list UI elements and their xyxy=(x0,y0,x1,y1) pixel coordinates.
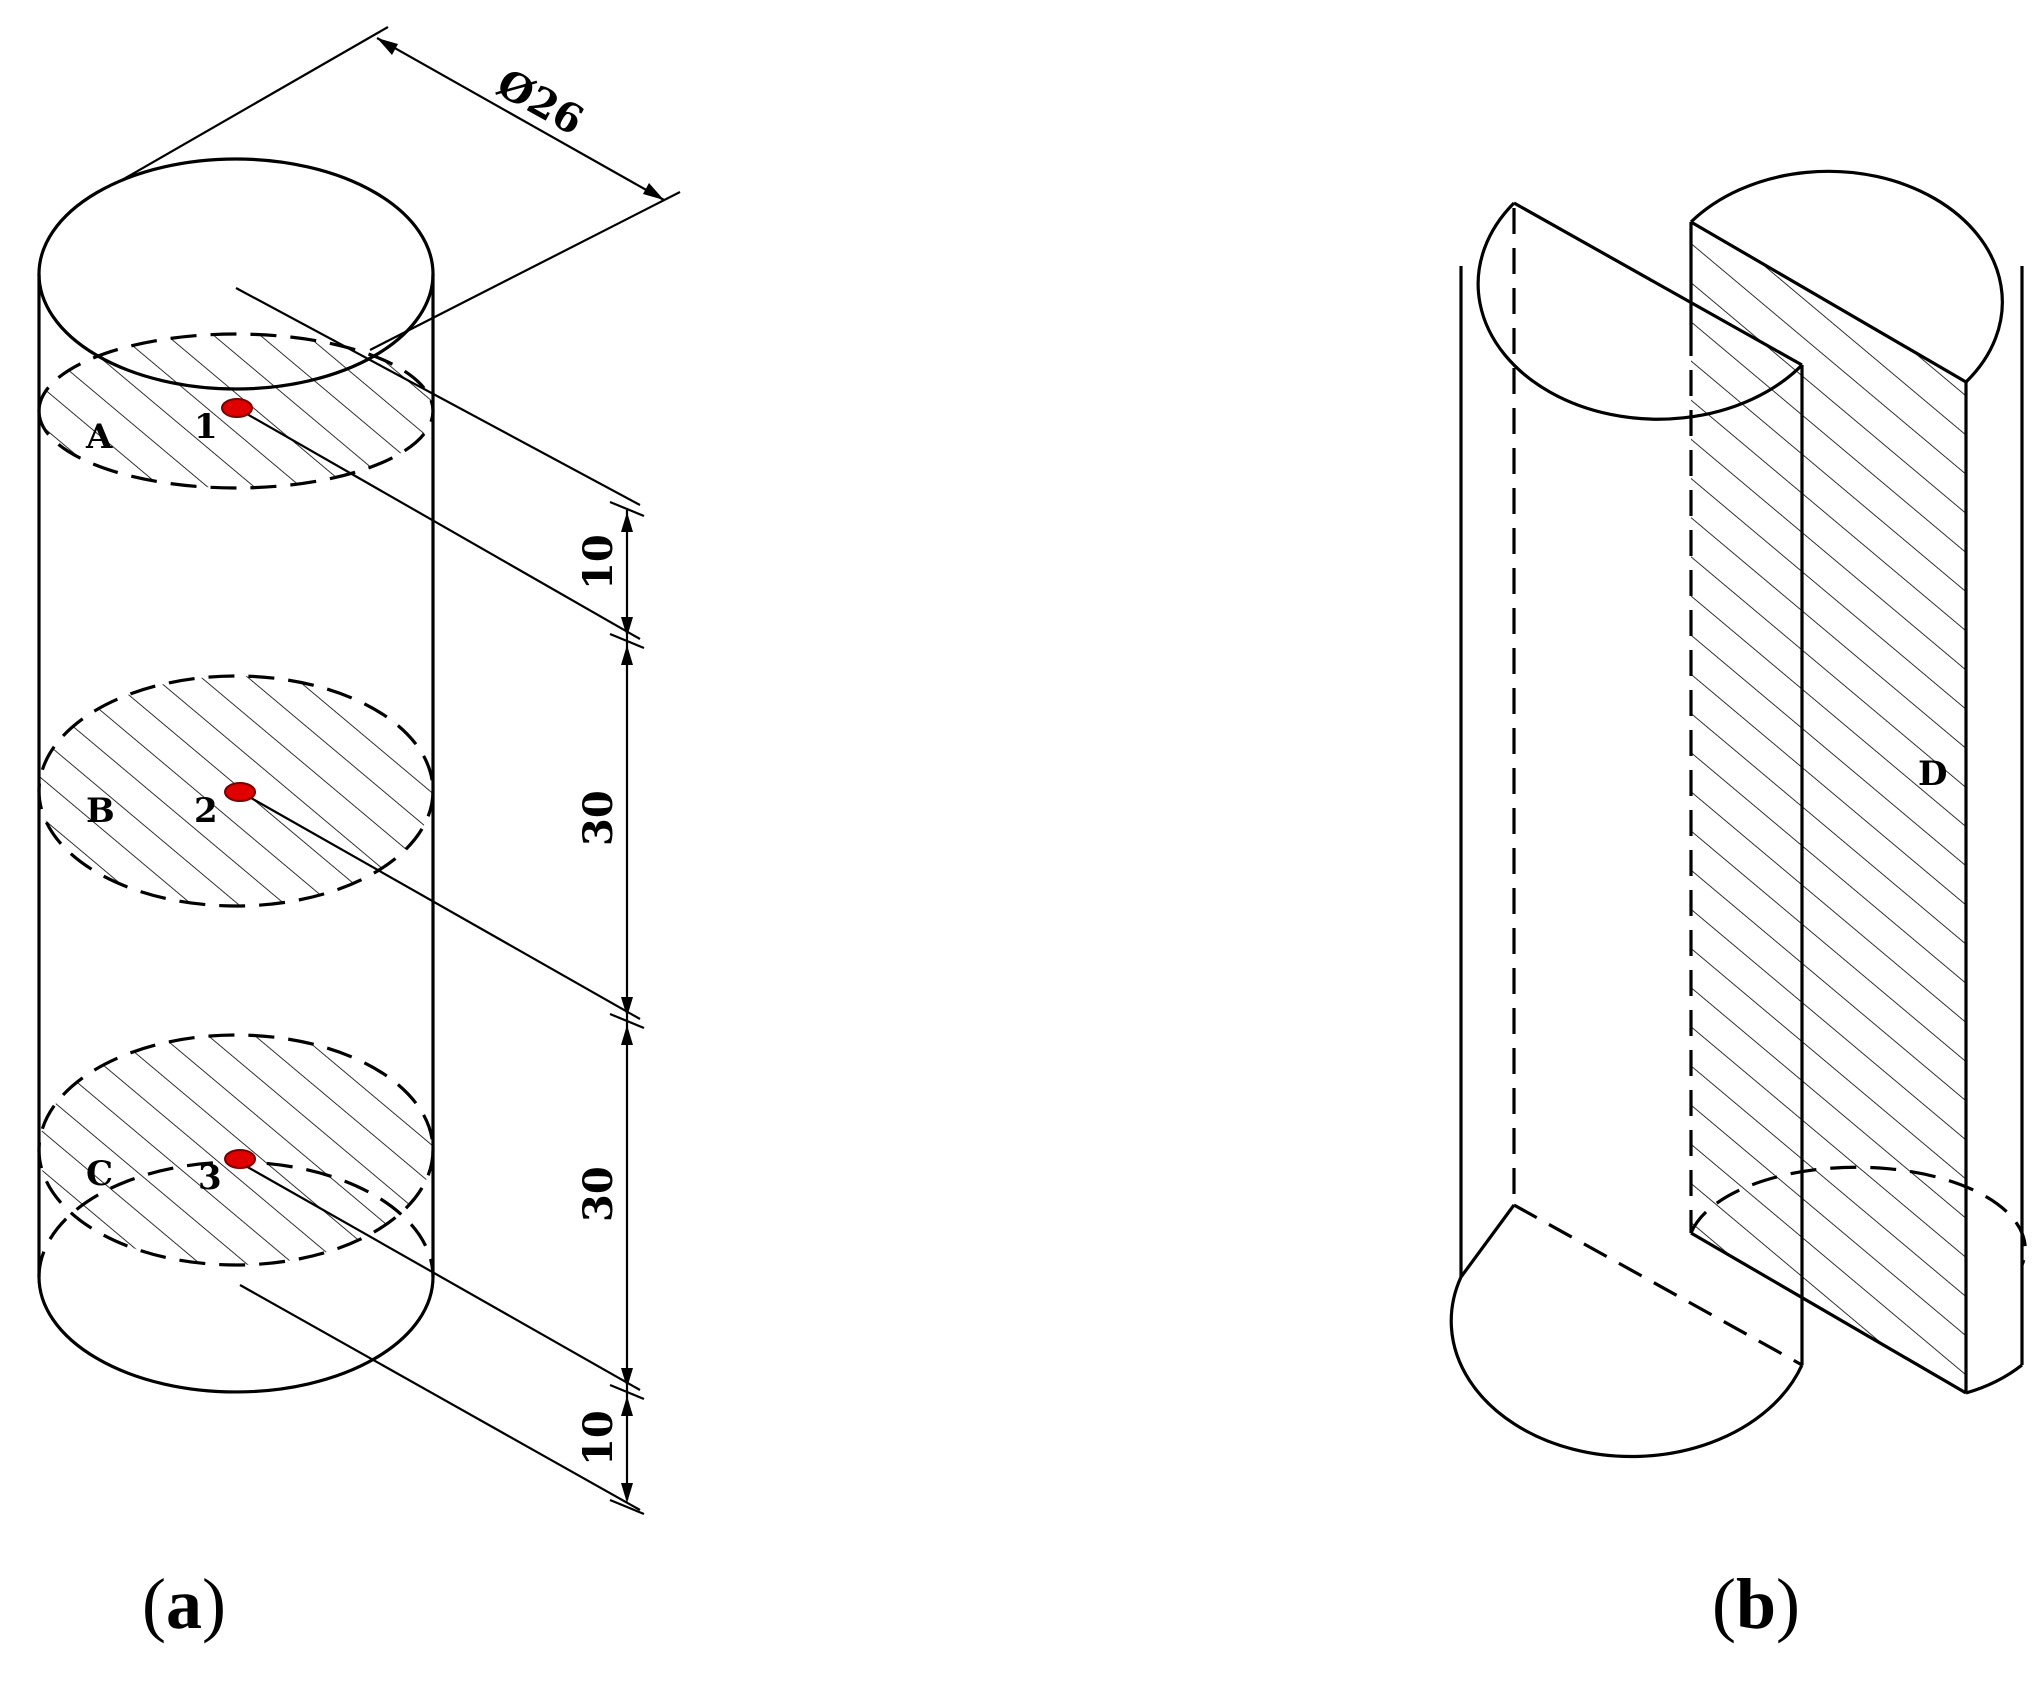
dimension-label-3: 30 xyxy=(575,1166,622,1222)
section-d-label: D xyxy=(1918,754,1947,794)
cylinder-bottom-front xyxy=(37,1276,435,1394)
section-c-label: C xyxy=(86,1154,113,1194)
diameter-dimension: Ø26 xyxy=(121,26,681,351)
point-2-marker xyxy=(224,782,256,802)
point-3-label: 3 xyxy=(198,1158,222,1198)
dimension-label-2: 30 xyxy=(575,790,622,846)
point-3-marker xyxy=(224,1149,256,1169)
section-d-face xyxy=(1691,222,1966,1393)
point-1-label: 1 xyxy=(194,407,218,447)
height-extension-lines xyxy=(235,287,641,1511)
dimension-label-4: 10 xyxy=(575,1410,622,1466)
dimension-label-1: 10 xyxy=(575,534,622,590)
point-2-label: 2 xyxy=(194,791,218,831)
section-a-label: A xyxy=(85,417,113,457)
panel-b-caption: (b) xyxy=(1712,1564,1800,1644)
section-labels: A B C xyxy=(85,417,115,1194)
panel-b-split-cylinder: D xyxy=(1449,169,2027,1459)
diameter-label: Ø26 xyxy=(489,60,591,145)
panel-a-caption: (a) xyxy=(142,1564,226,1644)
left-half-cylinder xyxy=(1449,201,1804,1459)
height-dimension-line: 10 30 30 10 xyxy=(575,500,645,1516)
panel-a-cylinder xyxy=(37,157,435,1394)
section-b-label: B xyxy=(86,791,115,831)
measurement-points: 1 2 3 xyxy=(194,398,256,1198)
point-1-marker xyxy=(221,398,253,418)
right-half-cylinder xyxy=(1689,169,2027,1395)
